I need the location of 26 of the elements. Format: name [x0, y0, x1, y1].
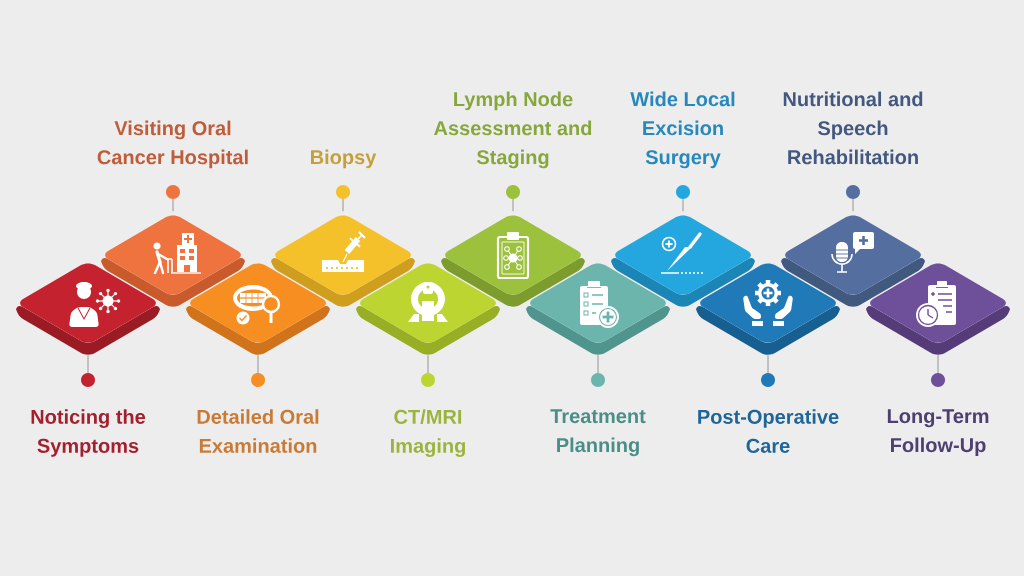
step-label: Long-Term Follow-Up — [887, 409, 989, 457]
step-label: Post-Operative Care — [698, 409, 839, 453]
step-label: CT/MRI Imaging — [391, 409, 465, 457]
step-label: Detailed Oral Examination — [197, 409, 319, 453]
step-label: Treatment Planning — [550, 409, 646, 457]
leader-line — [676, 185, 690, 212]
diamond-tile — [271, 215, 415, 307]
step-label: Wide Local Excision Surgery — [630, 91, 735, 169]
diamond-tile — [611, 215, 755, 307]
leader-line — [81, 354, 95, 387]
leader-line — [251, 354, 265, 387]
step-label: Lymph Node Assessment and Staging — [434, 91, 592, 169]
step-label: Biopsy — [311, 149, 377, 169]
step-label: Noticing the Symptoms — [31, 409, 146, 457]
leader-line — [931, 354, 945, 387]
leader-line — [336, 185, 350, 212]
leader-line — [761, 354, 775, 387]
diamond-tile — [781, 215, 925, 307]
diamond-tile — [696, 263, 840, 355]
leader-line — [506, 185, 520, 212]
step-label: Visiting Oral Cancer Hospital — [97, 120, 248, 169]
leader-line — [846, 185, 860, 212]
leader-line — [166, 185, 180, 212]
step-label: Nutritional and Speech Rehabilitation — [783, 91, 923, 165]
leader-line — [591, 354, 605, 387]
leader-line — [421, 354, 435, 387]
